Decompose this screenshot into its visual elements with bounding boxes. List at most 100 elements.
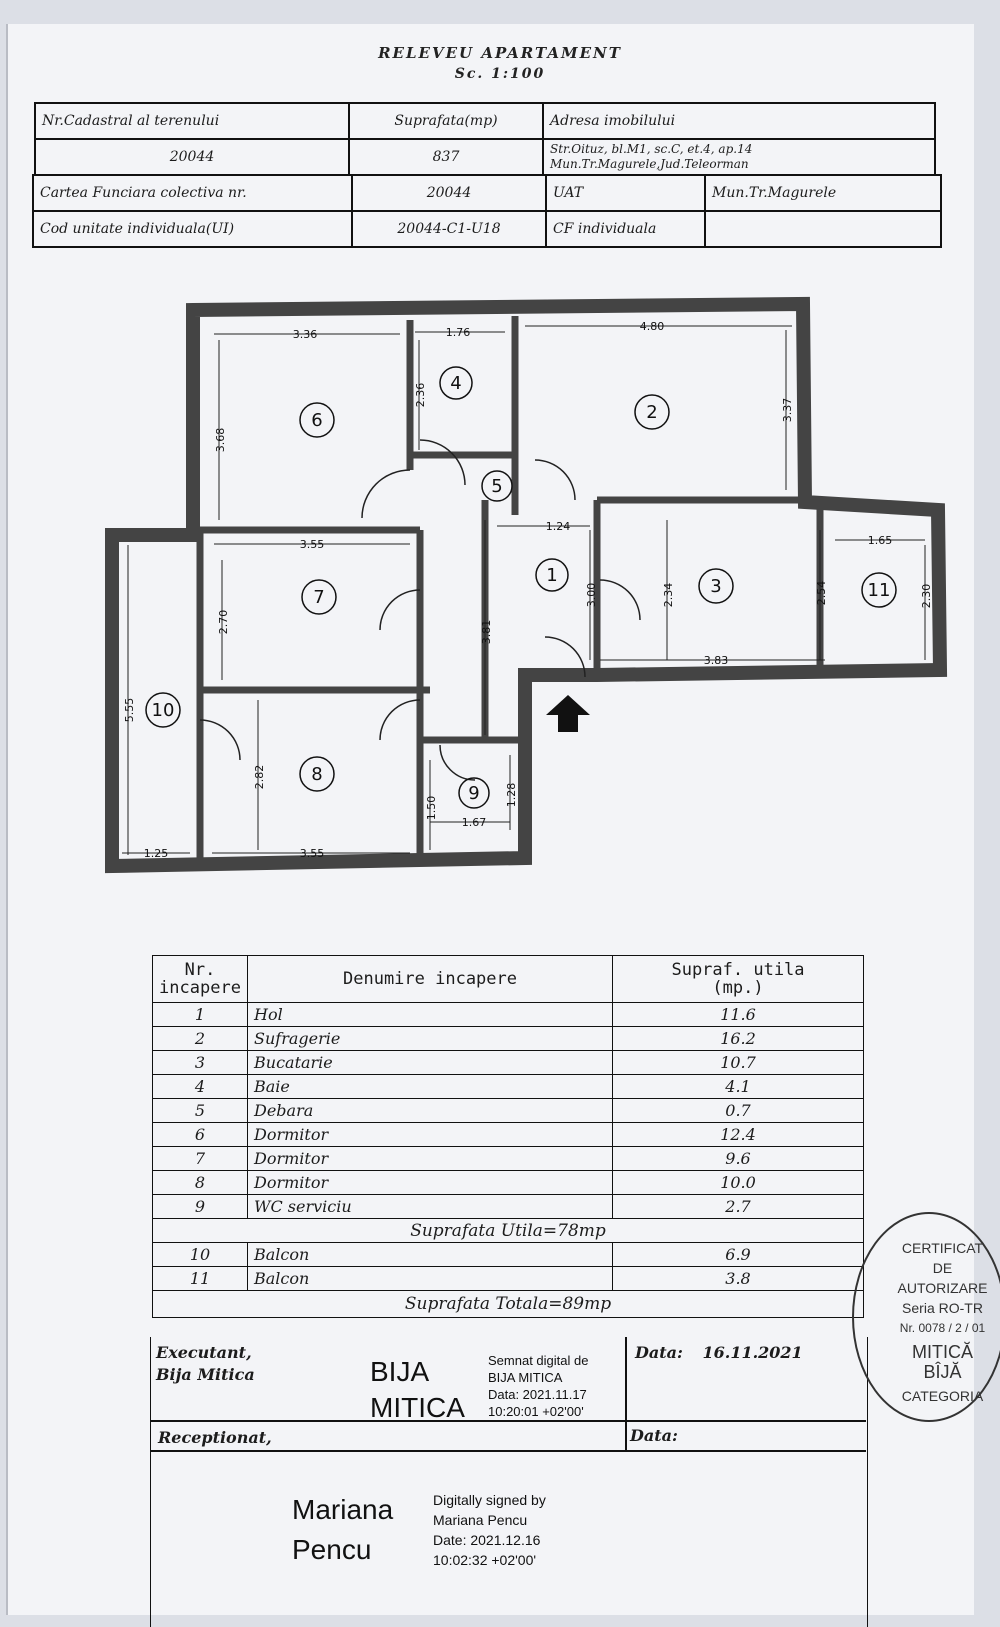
stamp-line1: CERTIFICAT xyxy=(901,1240,984,1256)
value-cf-collective: 20044 xyxy=(351,174,547,212)
recv-name-line1: Mariana xyxy=(292,1494,394,1525)
dimension-label: 1.50 xyxy=(425,796,438,821)
dimension-label: 1.28 xyxy=(505,783,518,808)
value-uat: Mun.Tr.Magurele xyxy=(704,174,942,212)
room-number-7: 7 xyxy=(313,587,324,608)
row-area: 6.9 xyxy=(612,1242,864,1267)
document-sheet xyxy=(6,24,974,1615)
value-surface: 837 xyxy=(348,138,544,176)
signature-block xyxy=(150,1337,868,1627)
stamp-line6: MITICĂ xyxy=(912,1342,973,1362)
room-number-9: 9 xyxy=(468,783,479,804)
room-number-6: 6 xyxy=(311,410,322,431)
row-name: Sufragerie xyxy=(247,1026,613,1051)
row-nr: 11 xyxy=(152,1266,248,1291)
row-nr: 3 xyxy=(152,1050,248,1075)
dimension-label: 3.55 xyxy=(300,847,325,860)
row-nr: 1 xyxy=(152,1002,248,1027)
useful-area-total: Suprafata Utila=78mp xyxy=(152,1218,864,1243)
room-number-1: 1 xyxy=(546,565,557,586)
authorization-stamp xyxy=(852,1212,1000,1422)
dimension-label: 1.65 xyxy=(868,534,893,547)
row-name: Dormitor xyxy=(247,1170,613,1195)
stamp-line7: BÎJĂ xyxy=(923,1362,962,1382)
dimension-label: 1.76 xyxy=(446,326,471,339)
dimension-label: 1.25 xyxy=(144,847,169,860)
registry-table: Cartea Funciara colectiva nr. 20044 UAT … xyxy=(32,174,942,248)
stamp-line5: Nr. 0078 / 2 / 01 xyxy=(899,1321,986,1335)
header-nr-line1: Nr. xyxy=(184,960,216,980)
grand-total: Suprafata Totala=89mp xyxy=(152,1290,864,1318)
stamp-text: CERTIFICAT DE AUTORIZARE Seria RO-TR Nr.… xyxy=(885,1238,1000,1406)
date-label: Data: xyxy=(635,1343,683,1362)
row-nr: 8 xyxy=(152,1170,248,1195)
date-row: Data: 16.11.2021 xyxy=(635,1343,803,1362)
row-area: 4.1 xyxy=(612,1074,864,1099)
value-ui-code: 20044-C1-U18 xyxy=(351,210,547,248)
cadastral-table: Nr.Cadastral al terenului Suprafata(mp) … xyxy=(34,102,936,176)
label-surface: Suprafata(mp) xyxy=(348,102,544,140)
label-nr-cadastral: Nr.Cadastral al terenului xyxy=(34,102,350,140)
dimension-label: 3.36 xyxy=(293,328,318,341)
row-nr: 4 xyxy=(152,1074,248,1099)
row-name: Baie xyxy=(247,1074,613,1099)
floor-plan: 1 2 3 4 5 6 7 8 9 10 11 3.36 1.76 4.80 3… xyxy=(105,296,948,874)
dimension-label: 1.67 xyxy=(462,816,487,829)
divider xyxy=(150,1450,866,1452)
row-area: 10.7 xyxy=(612,1050,864,1075)
executant-line2: Bija Mitica xyxy=(156,1365,255,1384)
recv-sig-line1: Digitally signed by xyxy=(433,1492,546,1508)
row-area: 16.2 xyxy=(612,1026,864,1051)
exec-sig-line1: Semnat digital de xyxy=(488,1353,589,1368)
executant-digital-signature: Semnat digital de BIJA MITICA Data: 2021… xyxy=(488,1352,588,1420)
exec-sig-line4: 10:20:01 +02'00' xyxy=(488,1404,584,1419)
room-number-10: 10 xyxy=(152,700,175,721)
row-nr: 7 xyxy=(152,1146,248,1171)
dimension-label: 3.55 xyxy=(300,538,325,551)
row-name: Dormitor xyxy=(247,1122,613,1147)
exec-sig-line2: BIJA MITICA xyxy=(488,1370,563,1385)
row-name: WC serviciu xyxy=(247,1194,613,1219)
recv-sig-line4: 10:02:32 +02'00' xyxy=(433,1552,537,1568)
row-nr: 2 xyxy=(152,1026,248,1051)
row-name: Hol xyxy=(247,1002,613,1027)
row-nr: 6 xyxy=(152,1122,248,1147)
exec-name-line2: MITICA xyxy=(370,1392,465,1423)
room-number-8: 8 xyxy=(311,764,322,785)
receiver-signature-name: Mariana Pencu xyxy=(292,1490,393,1570)
header-area: Supraf. utila (mp.) xyxy=(612,955,864,1003)
address-line-1: Str.Oituz, bl.M1, sc.C, et.4, ap.14 xyxy=(550,142,753,156)
label-address: Adresa imobilului xyxy=(542,102,936,140)
dimension-label: 3.37 xyxy=(781,398,794,423)
row-nr: 9 xyxy=(152,1194,248,1219)
divider xyxy=(150,1420,866,1422)
dimension-label: 3.68 xyxy=(214,428,227,453)
executant-label: Executant, Bija Mitica xyxy=(156,1342,255,1386)
row-name: Balcon xyxy=(247,1266,613,1291)
executant-signature-name: BIJA MITICA xyxy=(370,1354,465,1426)
executant-line1: Executant, xyxy=(156,1343,252,1362)
address-line-2: Mun.Tr.Magurele,Jud.Teleorman xyxy=(550,157,749,171)
header-nr-line2: incapere xyxy=(159,978,241,998)
label-uat: UAT xyxy=(545,174,706,212)
recv-name-line2: Pencu xyxy=(292,1534,372,1565)
row-name: Dormitor xyxy=(247,1146,613,1171)
dimension-label: 2.34 xyxy=(662,583,675,608)
row-area: 11.6 xyxy=(612,1002,864,1027)
divider xyxy=(625,1337,627,1450)
dimension-label: 4.80 xyxy=(640,320,665,333)
row-area: 12.4 xyxy=(612,1122,864,1147)
dimension-label: 3.81 xyxy=(480,620,493,645)
receptionat-label: Receptionat, xyxy=(158,1428,272,1447)
stamp-line4: Seria RO-TR xyxy=(902,1300,983,1316)
exec-name-line1: BIJA xyxy=(370,1356,430,1387)
recv-sig-line3: Date: 2021.12.16 xyxy=(433,1532,541,1548)
dimension-label: 3.83 xyxy=(704,654,729,667)
